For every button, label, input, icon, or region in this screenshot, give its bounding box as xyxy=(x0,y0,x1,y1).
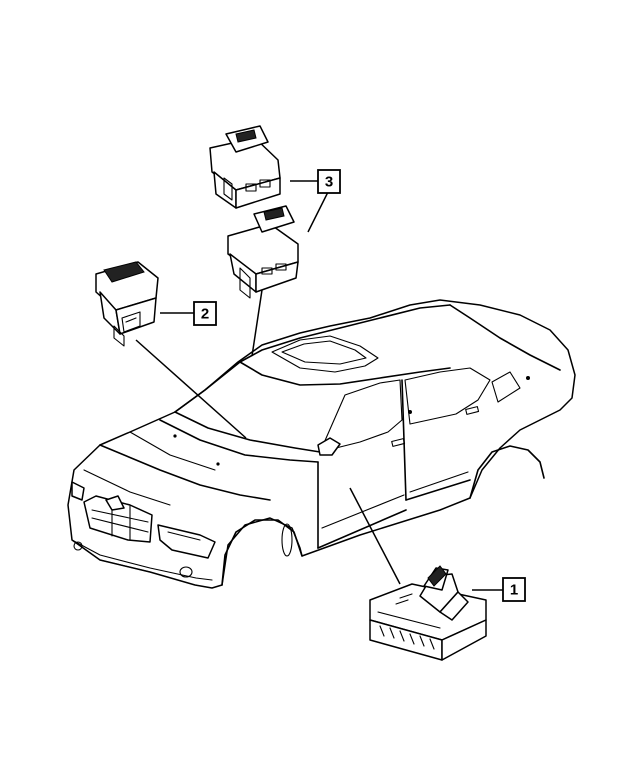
leader-3-to-lower xyxy=(307,191,329,233)
console-switch xyxy=(95,261,159,347)
leader-3-to-car xyxy=(251,289,263,357)
power-seat-switch xyxy=(369,565,487,661)
roof-line xyxy=(174,304,451,413)
callout-1: 1 xyxy=(502,577,526,602)
callout-2: 2 xyxy=(193,301,217,326)
callout-1-label: 1 xyxy=(510,582,518,599)
callout-2-label: 2 xyxy=(201,306,209,323)
heated-seat-switch-lower xyxy=(227,205,299,299)
heated-seat-switch-upper xyxy=(209,125,281,209)
callout-1-box xyxy=(502,577,526,602)
callout-3-label: 3 xyxy=(325,174,333,191)
rear-wheel-arch xyxy=(469,445,545,499)
leader-1-to-car xyxy=(349,487,401,585)
callout-2-box xyxy=(193,301,217,326)
car-body xyxy=(67,299,576,589)
grille xyxy=(83,495,153,543)
leader-2-to-car xyxy=(135,339,247,439)
rear-door-window xyxy=(404,367,491,425)
leader-lines xyxy=(135,180,503,591)
front-door-window xyxy=(319,379,403,453)
hood xyxy=(99,444,271,501)
side-mirror xyxy=(317,437,341,456)
windshield-base xyxy=(159,419,319,463)
sunroof xyxy=(271,335,379,373)
front-bumper xyxy=(71,539,213,581)
headlight-left xyxy=(71,481,85,501)
front-wheel-arch xyxy=(221,519,303,586)
callout-3: 3 xyxy=(317,169,341,194)
callout-3-box xyxy=(317,169,341,194)
windshield-top xyxy=(174,411,321,453)
